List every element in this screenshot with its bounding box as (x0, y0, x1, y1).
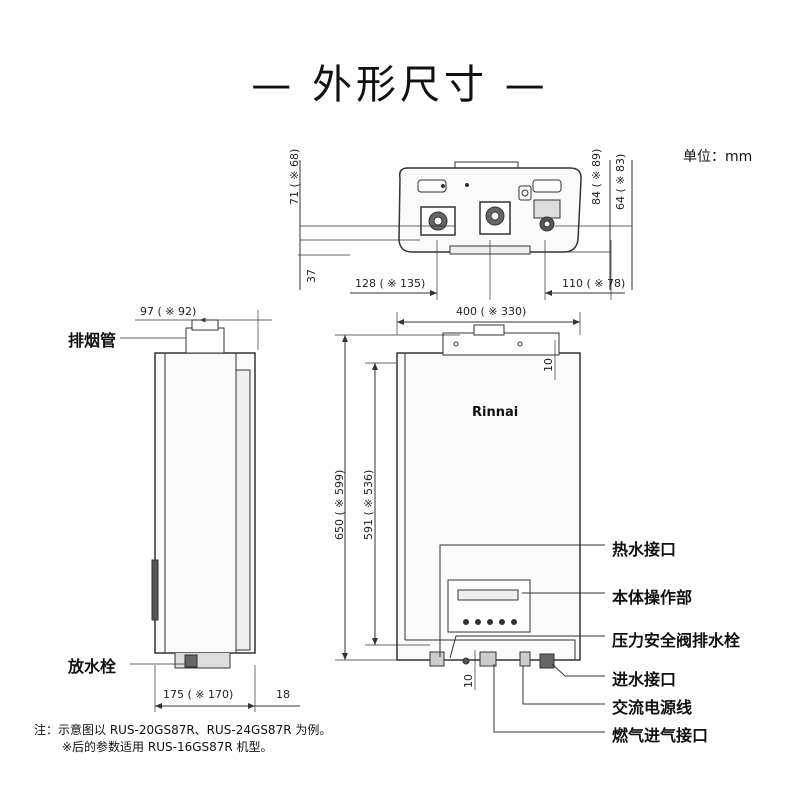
dim-top-left-low: 37 (305, 269, 318, 283)
dim-top-bottom-left: 128 ( ※ 135) (355, 277, 426, 290)
callout-water-inlet: 进水接口 (612, 670, 677, 689)
note-line-2: ※后的参数适用 RUS-16GS87R 机型。 (62, 740, 273, 754)
callout-control-panel: 本体操作部 (612, 588, 693, 607)
dim-side-top: 97 ( ※ 92) (140, 305, 197, 318)
top-view-drawing (398, 161, 582, 255)
note-line-1: 注：示意图以 RUS-20GS87R、RUS-24GS87R 为例。 (34, 723, 332, 737)
label-flue: 排烟管 (68, 331, 117, 350)
dim-top-bottom-right: 110 ( ※ 78) (562, 277, 626, 290)
front-view-drawing (396, 324, 581, 669)
callout-relief-valve: 压力安全阀排水栓 (612, 631, 741, 650)
label-drain: 放水栓 (68, 657, 117, 676)
callout-hot-water: 热水接口 (612, 540, 677, 559)
dim-top-left-height: 71 ( ※ 68) (288, 148, 301, 205)
unit-label: 单位：mm (683, 149, 753, 165)
dim-front-top-offset: 10 (542, 358, 555, 372)
dim-front-height-total: 650 ( ※ 599) (333, 469, 346, 540)
brand-logo: Rinnai (472, 405, 519, 420)
callout-gas-inlet: 燃气进气接口 (612, 726, 709, 745)
dim-top-right-b: 64 ( ※ 83) (614, 153, 627, 210)
dim-front-width: 400 ( ※ 330) (456, 305, 527, 318)
dim-top-right-a: 84 ( ※ 89) (590, 148, 603, 205)
callout-power-cord: 交流电源线 (612, 698, 693, 717)
page-title: — 外形尺寸 — (251, 62, 549, 108)
dim-front-height-body: 591 ( ※ 536) (362, 469, 375, 540)
dim-side-bottom-right: 18 (276, 688, 290, 701)
dim-side-bottom-width: 175 ( ※ 170) (163, 688, 234, 701)
dim-front-bottom-offset: 10 (462, 674, 475, 688)
side-view-drawing (151, 319, 256, 669)
